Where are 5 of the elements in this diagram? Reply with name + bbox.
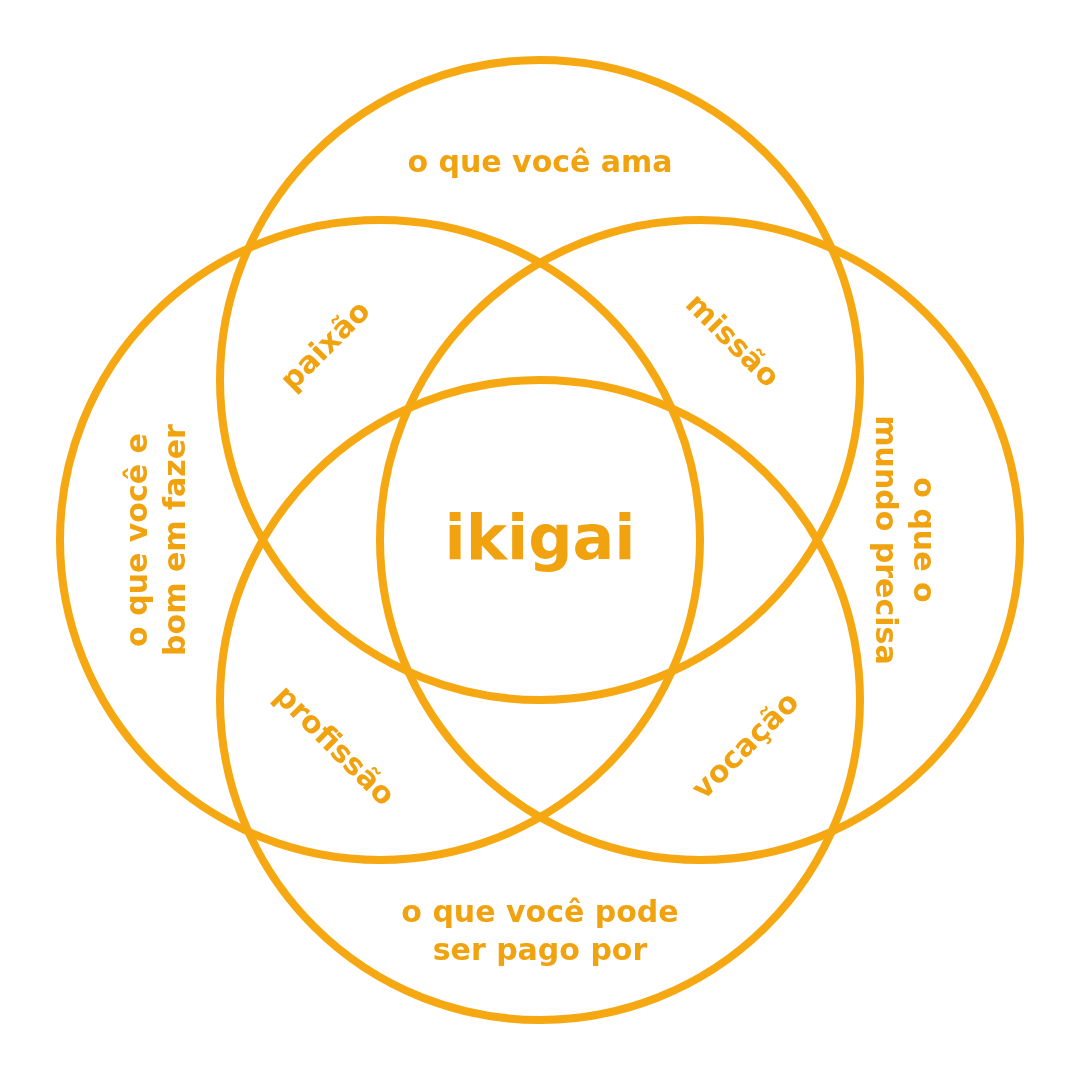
circle-label: o que o mundo precisa <box>868 415 943 665</box>
center-label: ikigai <box>444 500 636 577</box>
circle-label: o que você ama <box>406 143 674 181</box>
circle-label: o que você pode ser pago por <box>400 892 680 968</box>
circle-label: o que você e bom em fazer <box>117 423 192 658</box>
